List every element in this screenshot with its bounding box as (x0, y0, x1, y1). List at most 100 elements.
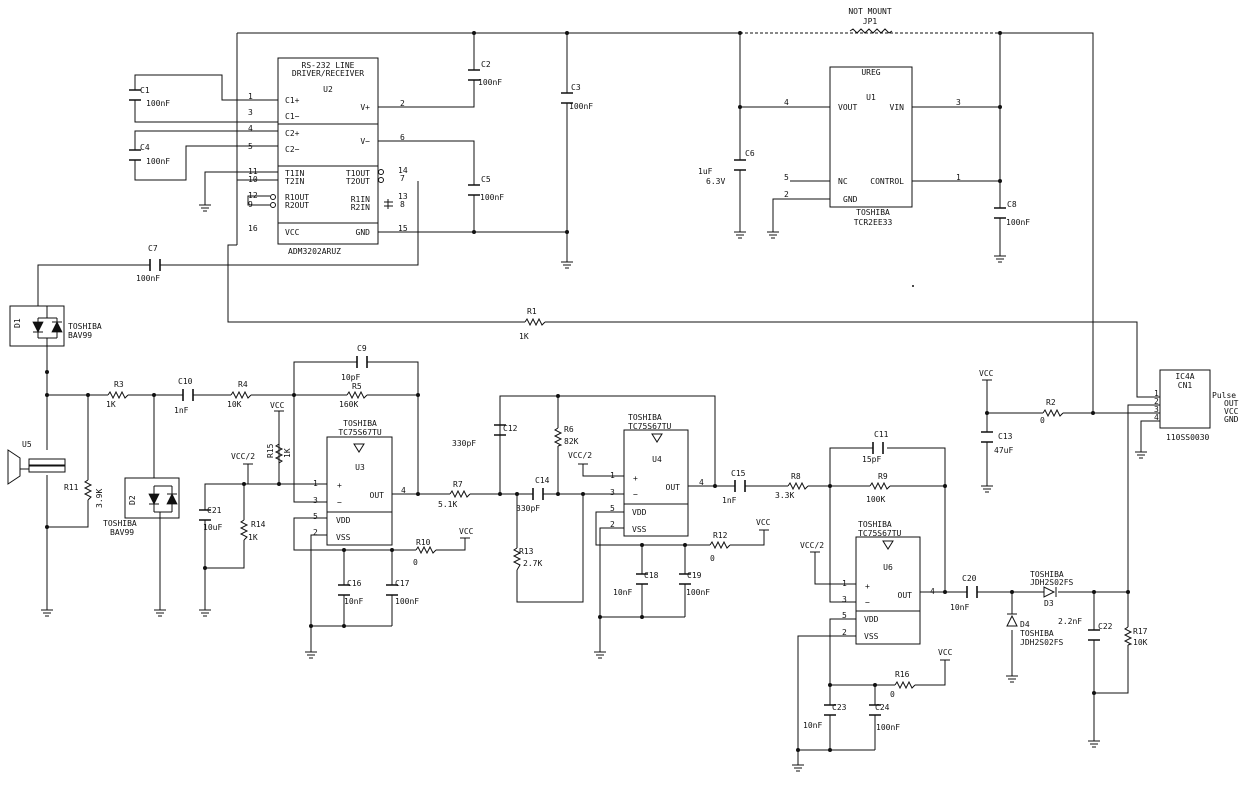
d3-diode: TOSHIBA JDH2S02FS D3 (1030, 570, 1074, 608)
r14-value: 1K (248, 533, 258, 542)
u6-plus: + (865, 582, 870, 591)
vcc-label-c13: VCC (979, 369, 994, 378)
c3-ref: C3 (571, 83, 581, 92)
u6-part: TC75S67TU (858, 529, 902, 538)
c18-ref: C18 (644, 571, 659, 580)
u2-pin-vcc: VCC (285, 228, 300, 237)
c8-ref: C8 (1007, 200, 1017, 209)
c9-ref: C9 (357, 344, 367, 353)
u1-pin-4: 4 (784, 98, 789, 107)
r12-value: 0 (710, 554, 715, 563)
u2-num-8: 8 (400, 200, 405, 209)
d2-ref: D2 (128, 495, 137, 505)
r4-value: 10K (227, 400, 242, 409)
r8-value: 3.3K (775, 491, 794, 500)
c1-value: 100nF (146, 99, 170, 108)
u2-pin-r2out: R2OUT (285, 201, 309, 210)
u3-pin-2: 2 (313, 528, 318, 537)
c6-value: 1uF (698, 167, 713, 176)
supply-labels: VCC VCC/2 VCC VCC/2 VCC VCC/2 VCC VCC (231, 369, 994, 661)
c13-ref: C13 (998, 432, 1013, 441)
c23-ref: C23 (832, 703, 847, 712)
u6-vss: VSS (864, 632, 879, 641)
u2-ic: RS-232 LINE DRIVER/RECEIVER U2 ADM3202AR… (248, 57, 408, 256)
c18-value: 10nF (613, 588, 632, 597)
u4-plus: + (633, 474, 638, 483)
c17-value: 100nF (395, 597, 419, 606)
u2-num-12: 12 (248, 191, 258, 200)
u4-maker: TOSHIBA (628, 413, 662, 422)
cn1-pulse: Pulse (1212, 391, 1236, 400)
r2-value: 0 (1040, 416, 1045, 425)
u4-pin-1: 1 (610, 471, 615, 480)
r5-value: 160K (339, 400, 358, 409)
u2-pin-gnd: GND (356, 228, 371, 237)
u4-opamp: TOSHIBA TC75S67TU U4 + − OUT VDD VSS 1 3… (610, 413, 704, 537)
u2-num-15: 15 (398, 224, 408, 233)
d3-maker: TOSHIBA (1030, 570, 1064, 579)
wires (37, 32, 1150, 765)
u3-plus: + (337, 481, 342, 490)
r17-value: 10K (1133, 638, 1148, 647)
c2-ref: C2 (481, 60, 491, 69)
junctions (45, 31, 1130, 752)
c22-value: 2.2nF (1058, 617, 1082, 626)
u4-pin-5: 5 (610, 504, 615, 513)
u2-num-5: 5 (248, 142, 253, 151)
u1-nc: NC (838, 177, 848, 186)
u2-pin-r2in: R2IN (351, 203, 370, 212)
c4-value: 100nF (146, 157, 170, 166)
r11-ref: R11 (64, 483, 79, 492)
u2-num-9: 9 (248, 200, 253, 209)
c15-value: 1nF (722, 496, 737, 505)
r13-ref: R13 (519, 547, 534, 556)
u3-out: OUT (370, 491, 385, 500)
c12-value: 330pF (452, 439, 476, 448)
c22-ref: C22 (1098, 622, 1113, 631)
c5-value: 100nF (480, 193, 504, 202)
c20-ref: C20 (962, 574, 977, 583)
d3-part: JDH2S02FS (1030, 578, 1074, 587)
u1-pin-3: 3 (956, 98, 961, 107)
u4-minus: − (633, 490, 638, 499)
r1-value: 1K (519, 332, 529, 341)
c7-value: 100nF (136, 274, 160, 283)
u4-pin-3: 3 (610, 488, 615, 497)
vcc-half-label-u6: VCC/2 (800, 541, 824, 550)
r3-value: 1K (106, 400, 116, 409)
r12-ref: R12 (713, 531, 728, 540)
r14-ref: R14 (251, 520, 266, 529)
c11-ref: C11 (874, 430, 889, 439)
u2-part: ADM3202ARUZ (288, 247, 341, 256)
d4-diode: D4 TOSHIBA JDH2S02FS (1006, 613, 1064, 647)
r10-value: 0 (413, 558, 418, 567)
c2-value: 100nF (478, 78, 502, 87)
c8-value: 100nF (1006, 218, 1030, 227)
u6-out: OUT (898, 591, 913, 600)
u2-num-13: 13 (398, 192, 408, 201)
u2-pin-vm: V− (360, 137, 370, 146)
c11-value: 15pF (862, 455, 881, 464)
r11-value: 3.9K (95, 489, 104, 508)
u6-pin-3: 3 (842, 595, 847, 604)
r6-value: 82K (564, 437, 579, 446)
u5-ref: U5 (22, 440, 32, 449)
u5-speaker: U5 (7, 440, 66, 485)
c19-ref: C19 (687, 571, 702, 580)
r2-ref: R2 (1046, 398, 1056, 407)
c9-value: 10pF (341, 373, 360, 382)
d4-maker: TOSHIBA (1020, 629, 1054, 638)
c20-value: 10nF (950, 603, 969, 612)
c24-value: 100nF (876, 723, 900, 732)
cn1-pin-1: 1 (1154, 389, 1159, 398)
capacitors: C1 100nF C2 100nF C3 100nF C4 100nF C5 1… (129, 60, 1113, 732)
c16-value: 10nF (344, 597, 363, 606)
c10-ref: C10 (178, 377, 193, 386)
u2-pin-vp: V+ (360, 103, 370, 112)
c21-ref: C21 (207, 506, 222, 515)
cn1-part: 110SS0030 (1166, 433, 1210, 442)
c4-ref: C4 (140, 143, 150, 152)
r7-ref: R7 (453, 480, 463, 489)
u3-ref: U3 (355, 463, 365, 472)
